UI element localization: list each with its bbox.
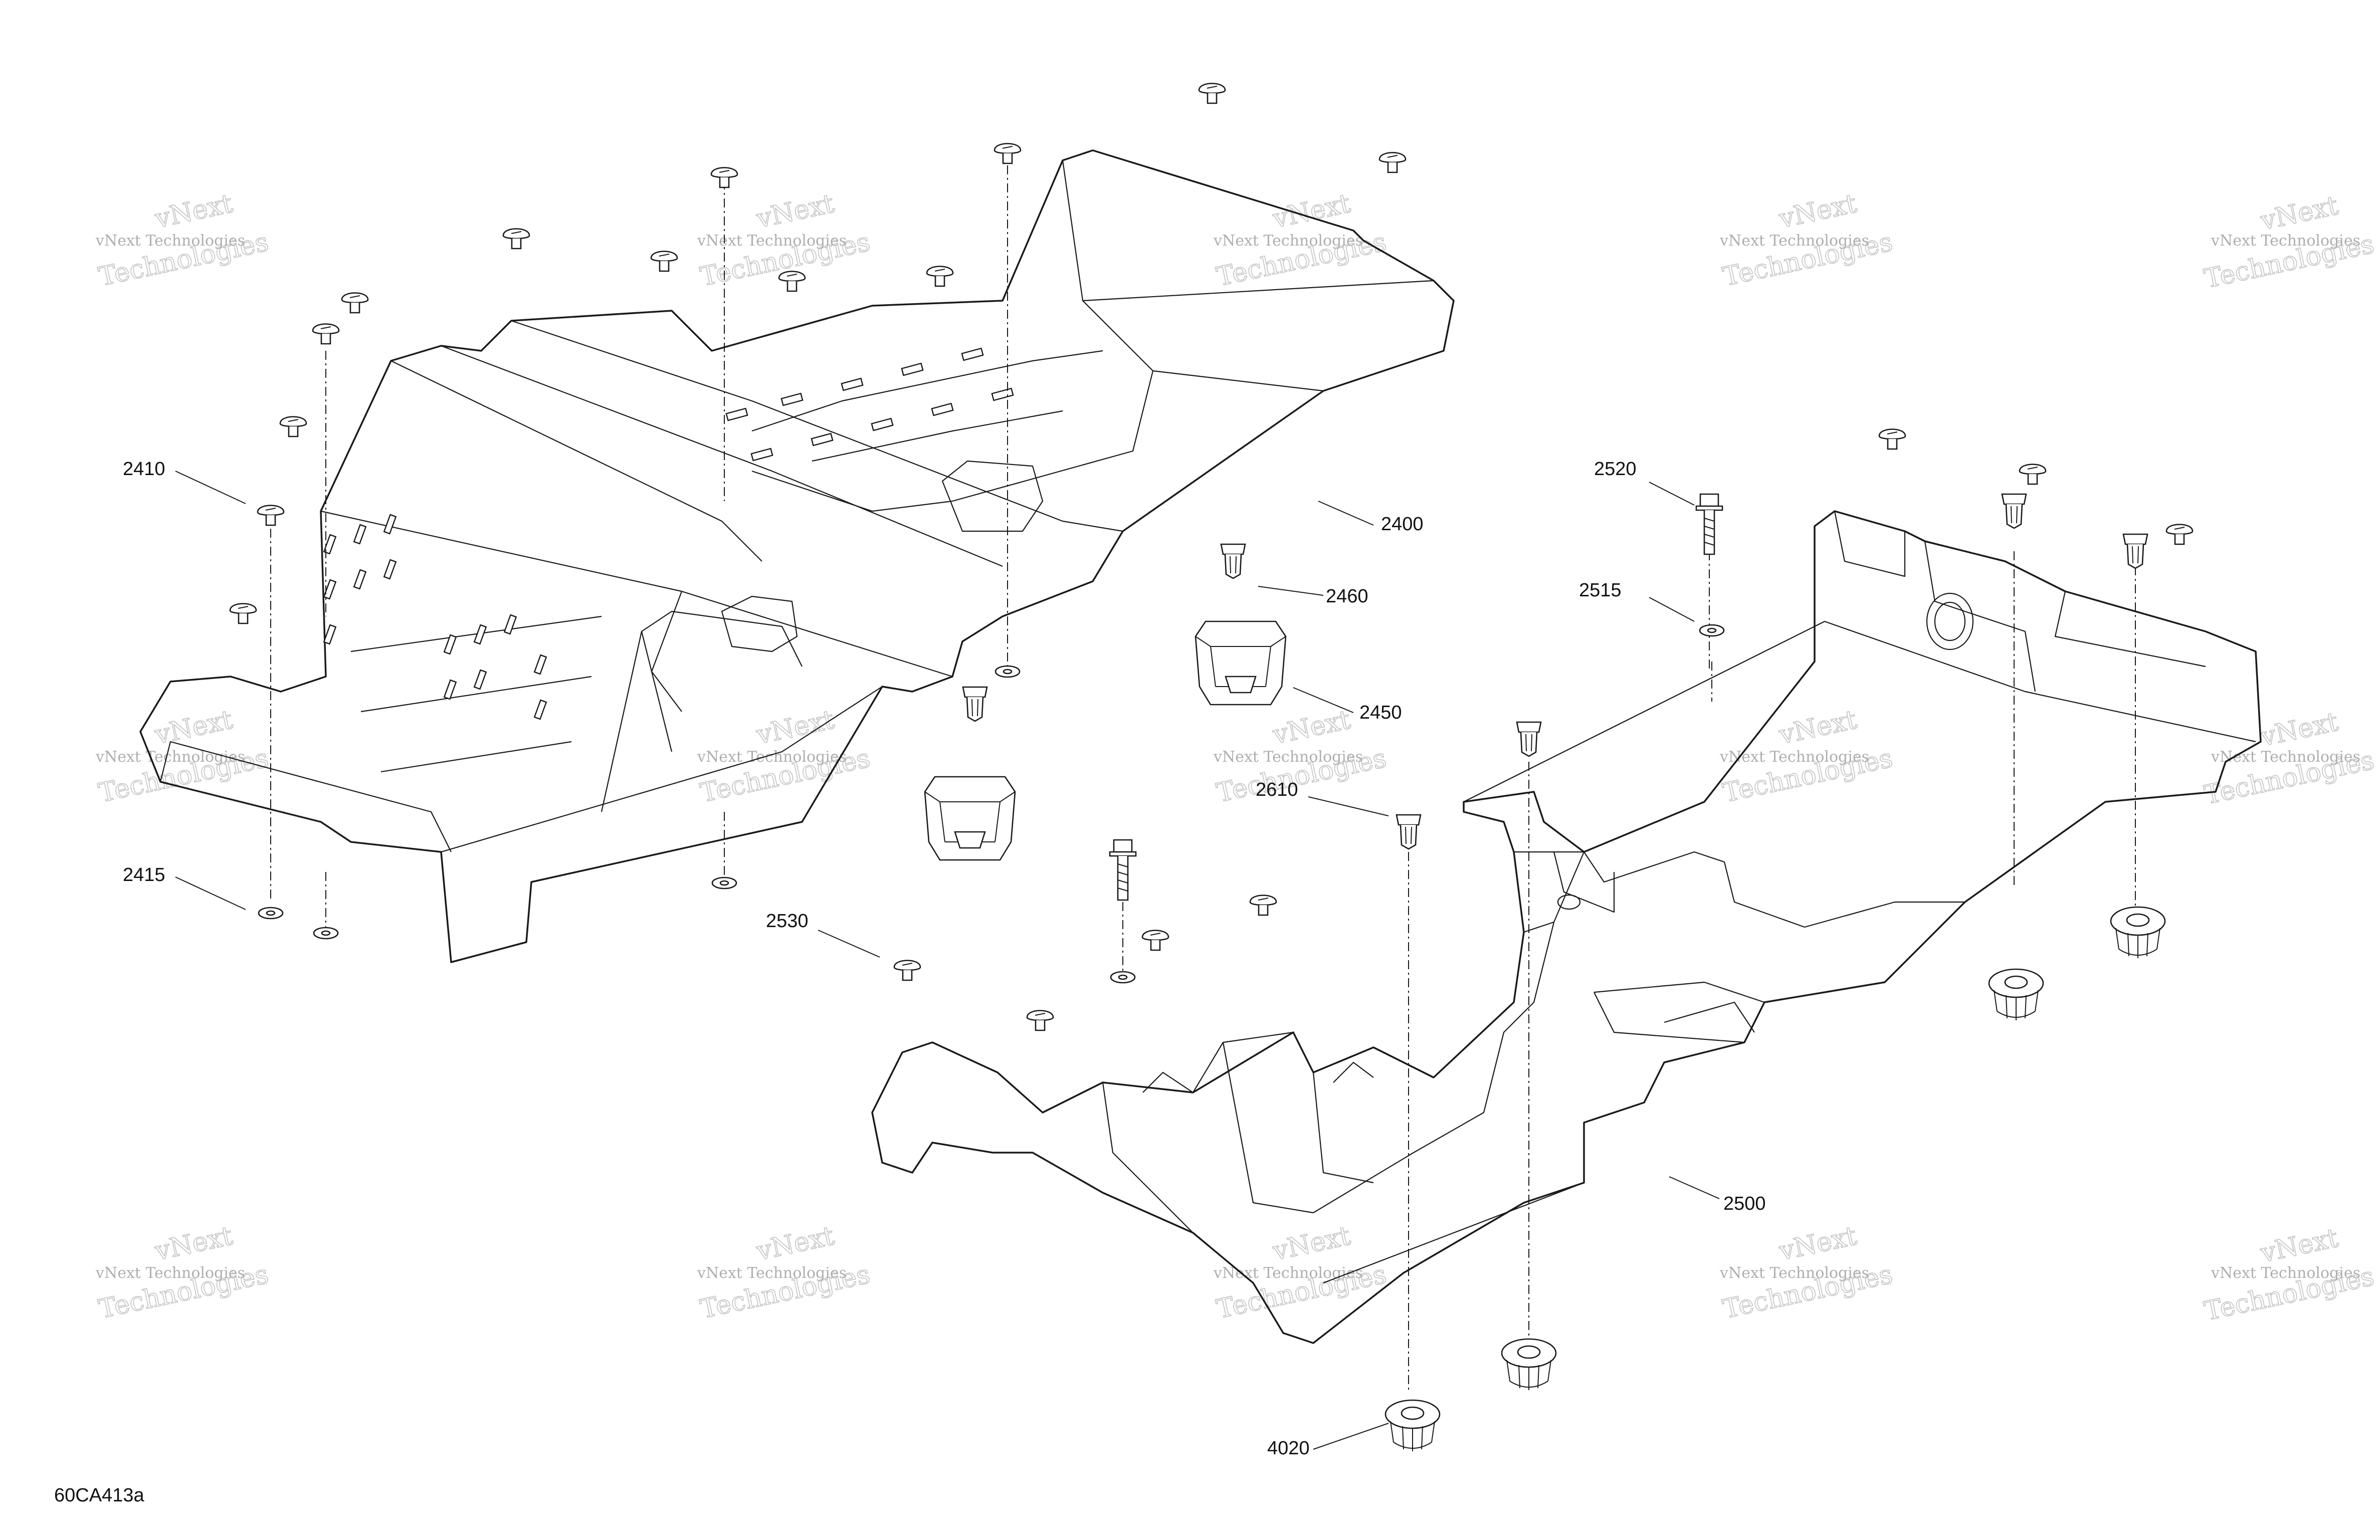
pushpin-fastener: [2165, 524, 2194, 545]
pushpin-fastener: [341, 292, 369, 314]
pushpin-fastener: [893, 960, 921, 981]
leader-lines: [175, 471, 1720, 1450]
svg-text:vNext Technologies: vNext Technologies: [697, 748, 847, 766]
pushpin-fastener: [926, 266, 954, 287]
pushpin-fastener: [1198, 83, 1226, 104]
svg-text:vNext Technologies: vNext Technologies: [697, 232, 847, 250]
svg-text:vNext: vNext: [1776, 1221, 1859, 1266]
rivet-2610: [1516, 721, 1542, 757]
watermark: vNext Technologies vNext Technologies: [1719, 188, 1896, 293]
callout-2410: 2410: [123, 459, 165, 480]
svg-text:vNext Technologies: vNext Technologies: [2211, 1264, 2360, 1282]
bolt-2520: [1109, 839, 1137, 901]
pushpin-fastener: [257, 505, 285, 526]
pushpin-fastener: [1378, 152, 1407, 173]
callout-2500: 2500: [1723, 1193, 1766, 1214]
svg-text:vNext: vNext: [152, 188, 235, 234]
clip-4020: [1501, 1338, 1557, 1391]
floor-slots: [323, 347, 1014, 720]
drawing-reference-code: 60CA413a: [54, 1485, 144, 1506]
cup-holder-2450: [924, 776, 1016, 861]
cup-holder-2450: [1195, 620, 1287, 706]
svg-text:vNext: vNext: [1776, 188, 1859, 234]
clip-4020: [2110, 906, 2166, 959]
svg-text:vNext: vNext: [2258, 190, 2341, 236]
svg-text:vNext Technologies: vNext Technologies: [1213, 1264, 1363, 1282]
washer-2415: [313, 927, 339, 940]
pushpin-fastener: [1026, 1010, 1054, 1031]
svg-text:vNext Technologies: vNext Technologies: [95, 232, 245, 250]
svg-text:vNext: vNext: [753, 188, 837, 234]
watermark: vNext Technologies vNext Technologies: [697, 704, 873, 809]
pushpin-fastener: [312, 323, 340, 345]
clip-4020: [1384, 1399, 1441, 1452]
rivet-2610: [2122, 533, 2148, 569]
callout-2415: 2415: [123, 864, 165, 886]
rivet-2460: [1220, 543, 1246, 579]
fasteners: [229, 83, 2194, 1452]
part-2500-front-floor-tray: [871, 510, 2262, 1344]
watermark-grid: vNext Technologies vNext Technologies vN…: [95, 188, 2377, 1328]
watermark: vNext Technologies vNext Technologies: [95, 188, 272, 293]
bolt-2520: [1695, 493, 1723, 555]
washer-2415: [711, 876, 737, 890]
watermark: vNext Technologies vNext Technologies: [2202, 707, 2377, 811]
washer-2415: [995, 665, 1021, 678]
watermark: vNext Technologies vNext Technologies: [2202, 190, 2377, 295]
watermark: vNext Technologies vNext Technologies: [697, 1220, 873, 1325]
watermark: vNext Technologies vNext Technologies: [95, 1220, 272, 1325]
svg-text:vNext: vNext: [753, 1221, 837, 1266]
svg-text:vNext Technologies: vNext Technologies: [1213, 748, 1363, 766]
callout-2515: 2515: [1579, 580, 1622, 601]
svg-text:vNext: vNext: [1776, 705, 1859, 750]
part-2400-rear-floor-tray: [139, 149, 1455, 963]
svg-text:vNext: vNext: [1270, 705, 1353, 750]
svg-text:vNext: vNext: [152, 705, 235, 750]
svg-text:vNext Technologies: vNext Technologies: [1719, 232, 1869, 250]
watermark: vNext Technologies vNext Technologies: [2202, 1223, 2377, 1328]
svg-text:vNext: vNext: [1270, 1221, 1353, 1266]
watermark: vNext Technologies vNext Technologies: [95, 704, 272, 809]
watermark: vNext Technologies vNext Technologies: [1213, 1220, 1390, 1325]
washer-2515: [1110, 971, 1136, 984]
callout-2520: 2520: [1594, 459, 1637, 480]
callout-2460: 2460: [1326, 586, 1368, 607]
pushpin-fastener: [994, 143, 1022, 164]
washer-2415: [258, 907, 284, 920]
svg-text:vNext: vNext: [152, 1221, 235, 1266]
svg-text:vNext Technologies: vNext Technologies: [2211, 232, 2360, 250]
svg-text:vNext: vNext: [2258, 707, 2341, 752]
rivet-2460: [962, 686, 988, 722]
svg-text:vNext Technologies: vNext Technologies: [1719, 1264, 1869, 1282]
pushpin-fastener: [710, 167, 738, 188]
rivet-2610: [2001, 493, 2027, 529]
watermark: vNext Technologies vNext Technologies: [1719, 1220, 1896, 1325]
pushpin-fastener: [2019, 464, 2047, 485]
callout-2450: 2450: [1359, 702, 1402, 723]
clip-4020: [1988, 968, 2044, 1021]
assembly-axes: [270, 165, 2136, 1393]
callout-labels: 2410 2415 2400 2460 2450 2520 2515 2500 …: [123, 459, 1766, 1459]
watermark: vNext Technologies vNext Technologies: [1719, 704, 1896, 809]
svg-text:vNext: vNext: [2258, 1223, 2341, 1268]
rivet-2610: [1396, 814, 1422, 850]
washer-2515: [1699, 624, 1725, 637]
svg-text:vNext Technologies: vNext Technologies: [95, 1264, 245, 1282]
callout-2400: 2400: [1381, 514, 1424, 535]
svg-text:vNext Technologies: vNext Technologies: [697, 1264, 847, 1282]
pushpin-fastener: [778, 271, 806, 292]
svg-text:vNext Technologies: vNext Technologies: [1213, 232, 1363, 250]
pushpin-fastener: [650, 251, 678, 272]
pushpin-fastener: [1249, 895, 1277, 916]
callout-2530: 2530: [766, 911, 809, 932]
callout-2610: 2610: [1256, 779, 1298, 800]
pushpin-fastener: [1878, 428, 1906, 450]
svg-text:vNext Technologies: vNext Technologies: [95, 748, 245, 766]
pushpin-fastener: [229, 603, 257, 624]
pushpin-fastener: [1141, 930, 1169, 951]
pushpin-fastener: [502, 228, 530, 250]
callout-4020: 4020: [1267, 1438, 1310, 1459]
pushpin-fastener: [279, 416, 307, 437]
